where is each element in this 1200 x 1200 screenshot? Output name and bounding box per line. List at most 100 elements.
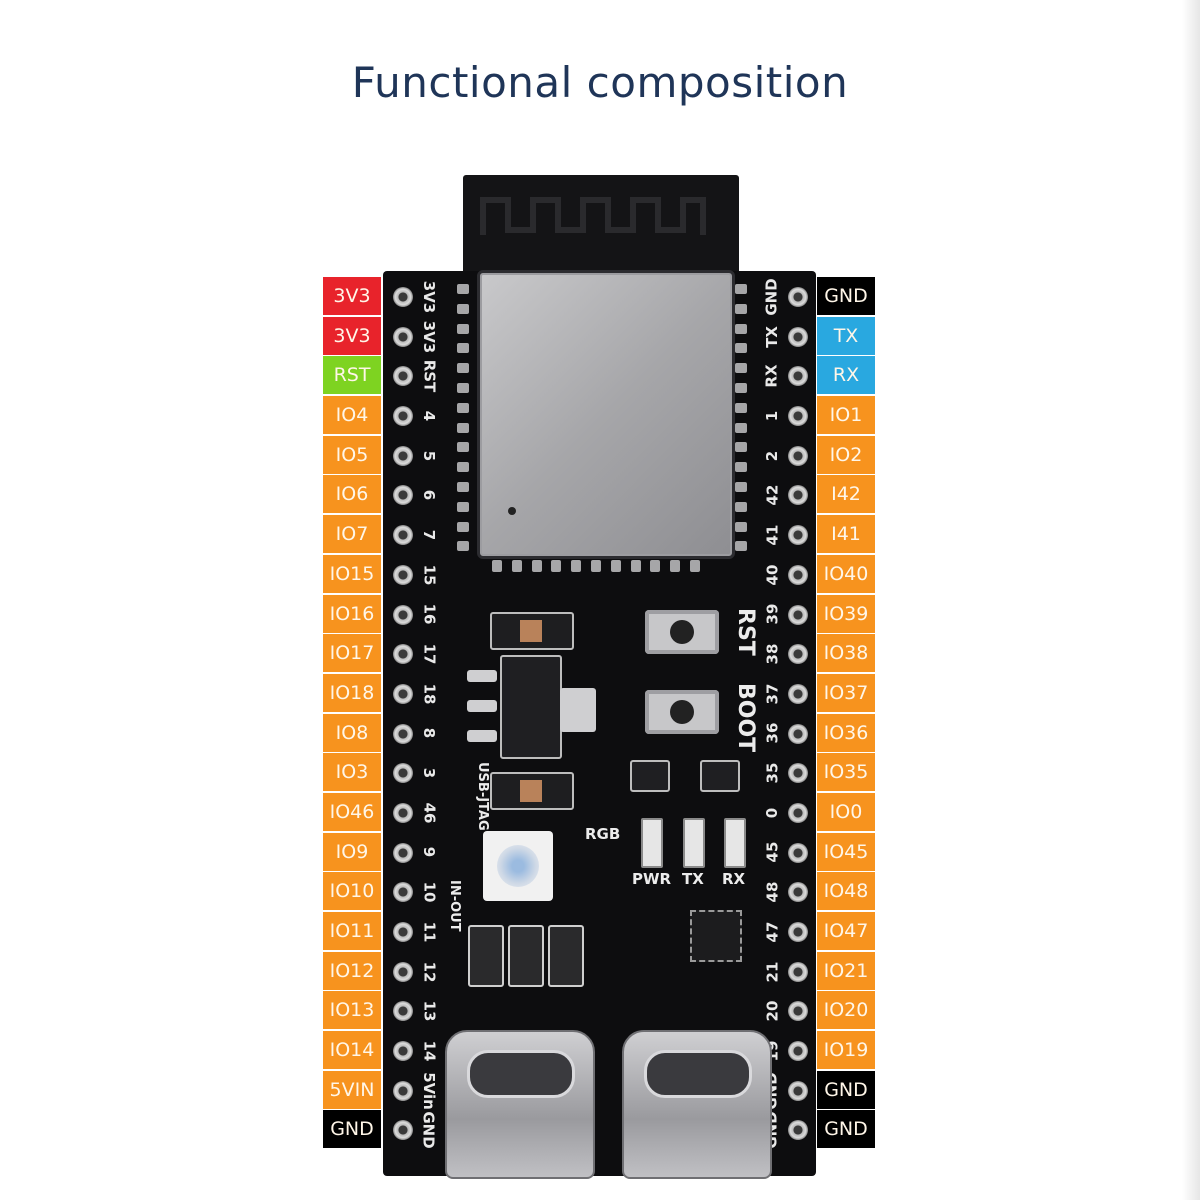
left-header-pin <box>393 1001 413 1022</box>
module-pad <box>457 442 469 453</box>
right-pin-label: I42 <box>817 475 875 514</box>
diode <box>548 925 584 987</box>
left-silk-row: 17 <box>416 634 442 674</box>
pwr-led <box>641 818 663 868</box>
module-pad <box>571 560 582 572</box>
right-pin-silk-label: 1 <box>763 410 781 422</box>
left-pin-label: IO6 <box>323 475 381 514</box>
header-holes-left <box>393 287 415 1160</box>
left-pin-label: IO11 <box>323 912 381 950</box>
right-pin-label: IO39 <box>817 594 875 633</box>
pwr-led-label: PWR <box>632 870 672 888</box>
module-pad <box>457 382 469 393</box>
rst-button-cap[interactable] <box>670 620 694 644</box>
left-pin-label: IO17 <box>323 634 381 673</box>
module-pad <box>735 363 747 374</box>
right-pin-label: RX <box>817 356 875 395</box>
boot-button[interactable] <box>645 690 719 734</box>
right-header-pin <box>788 406 808 427</box>
right-pin-silk-label: 36 <box>763 722 781 744</box>
module-pad <box>457 323 469 334</box>
left-silk-row: 13 <box>416 991 442 1031</box>
regulator-lead <box>467 730 497 742</box>
module-pad <box>735 402 747 413</box>
left-header-pin <box>393 922 413 942</box>
right-pin-silk-label: 45 <box>763 842 781 863</box>
left-pin-silk-label: GND <box>420 1111 439 1149</box>
module-pad <box>630 560 641 572</box>
rst-button[interactable] <box>645 610 719 654</box>
left-silk-row: 46 <box>416 793 442 833</box>
right-silk-row: 45 <box>759 833 785 873</box>
usb-bridge-chip <box>690 910 742 962</box>
left-header-pin <box>393 366 413 387</box>
right-header-pin <box>788 723 808 744</box>
left-header-pin <box>393 485 413 506</box>
left-header-pin <box>393 1041 413 1062</box>
left-pin-silk-label: 12 <box>420 961 438 982</box>
left-silk-row: GND <box>416 1110 442 1150</box>
module-pad <box>735 343 747 354</box>
module-pad <box>457 422 469 433</box>
left-silk-row: 12 <box>416 952 442 992</box>
left-pin-silk-label: 13 <box>420 1000 438 1022</box>
right-pin-label: IO36 <box>817 713 875 752</box>
right-header-pin <box>788 644 808 665</box>
right-header-pin <box>788 763 808 784</box>
left-pin-label: IO10 <box>323 872 381 911</box>
left-pin-label: 3V3 <box>323 277 381 315</box>
module-pad <box>735 521 747 532</box>
left-header-pin <box>393 445 413 466</box>
left-header-pin <box>393 406 413 427</box>
right-pin-label: GND <box>817 1070 875 1109</box>
left-pin-label: RST <box>323 356 381 395</box>
left-header-pin <box>393 564 413 585</box>
capacitor <box>490 772 574 810</box>
left-silk-row: 15 <box>416 555 442 595</box>
left-pin-label: IO18 <box>323 673 381 712</box>
right-pin-silk-label: TX <box>762 325 781 348</box>
left-silk-row: 5 <box>416 436 442 476</box>
module-pad <box>735 323 747 334</box>
page-edge-shadow <box>1182 0 1200 1200</box>
left-pin-silk-label: 16 <box>420 603 438 625</box>
regulator-tab <box>560 688 596 732</box>
module-pad <box>735 382 747 393</box>
right-pin-label: IO19 <box>817 1031 875 1070</box>
left-pin-label: IO3 <box>323 753 381 792</box>
pin1-dot <box>508 507 516 515</box>
left-header-pin <box>393 644 413 665</box>
left-header-pin <box>393 763 413 784</box>
usb-c-port-right[interactable] <box>622 1030 772 1179</box>
rst-button-label: RST <box>733 608 758 656</box>
right-silk-row: 37 <box>759 674 785 714</box>
right-header-pin <box>788 445 808 466</box>
left-pin-silk-label: 46 <box>420 802 438 824</box>
right-pin-label: IO40 <box>817 554 875 593</box>
right-silk-row: 38 <box>759 634 785 674</box>
boot-button-label: BOOT <box>733 683 758 753</box>
left-silk-row: 6 <box>416 475 442 515</box>
right-pin-silk-label: 37 <box>763 683 781 705</box>
module-pad <box>457 402 469 413</box>
boot-button-cap[interactable] <box>670 700 694 724</box>
rx-led <box>724 818 746 868</box>
right-silk-row: TX <box>759 317 785 357</box>
left-silk-row: 7 <box>416 515 442 555</box>
left-pin-silk-label: 7 <box>420 529 438 541</box>
left-pin-label: IO5 <box>323 435 381 474</box>
diode <box>508 925 544 987</box>
antenna-trace-icon <box>480 197 706 235</box>
module-pad <box>670 560 681 572</box>
left-pin-silk-label: 17 <box>420 643 438 665</box>
usb-c-port-left[interactable] <box>445 1030 595 1179</box>
left-pin-silk-label: 15 <box>420 564 438 586</box>
left-silk-row: 18 <box>416 674 442 714</box>
right-header-pin <box>788 326 808 347</box>
right-header-pin <box>788 564 808 585</box>
right-pin-silk-label: 48 <box>763 881 781 903</box>
module-pad <box>511 560 522 572</box>
